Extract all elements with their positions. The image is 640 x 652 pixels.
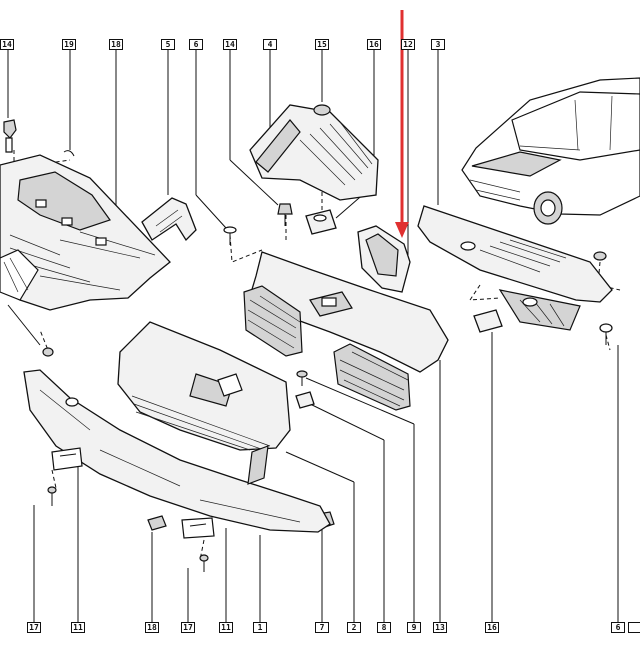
clip-left-mid xyxy=(42,347,54,357)
part-label-1: 1 xyxy=(253,622,267,633)
screw-17-left xyxy=(47,486,57,506)
part-label-6: 6 xyxy=(189,39,203,50)
scuttle-panel-3 xyxy=(417,205,613,331)
screw-right-upper xyxy=(593,251,607,261)
part-label-13: 13 xyxy=(433,622,447,633)
part-label-16: 16 xyxy=(485,622,499,633)
clip-16-center xyxy=(305,209,337,235)
part-label-14: 14 xyxy=(0,39,14,50)
part-label-12: 12 xyxy=(401,39,415,50)
screw-6-top xyxy=(223,226,237,245)
front-grille-13 xyxy=(249,251,449,373)
clip-16-right xyxy=(473,309,503,333)
screw-14-center xyxy=(277,203,293,226)
clip-14-left xyxy=(3,119,17,153)
grille-insert-left xyxy=(243,285,303,357)
car-illustration xyxy=(461,77,640,225)
part-label-3: 3 xyxy=(431,39,445,50)
bracket-11-left xyxy=(51,447,83,471)
bracket-5 xyxy=(141,197,197,242)
upper-grille-panel xyxy=(0,154,171,311)
part-label-6: 6 xyxy=(611,622,625,633)
grille-insert-right xyxy=(333,343,411,411)
part-label-5: 5 xyxy=(161,39,175,50)
part-label-18: 18 xyxy=(109,39,123,50)
part-label-7: 7 xyxy=(315,622,329,633)
part-label-8: 8 xyxy=(377,622,391,633)
part-label-17: 17 xyxy=(27,622,41,633)
part-label-11: 11 xyxy=(71,622,85,633)
part-label-9: 9 xyxy=(407,622,421,633)
part-label-19: 19 xyxy=(62,39,76,50)
part-label-15: 15 xyxy=(315,39,329,50)
cowl-panel-4 xyxy=(249,104,379,201)
bracket-11-right xyxy=(181,517,215,539)
clip-8 xyxy=(295,391,315,409)
part-label-17: 17 xyxy=(181,622,195,633)
part-label-4: 4 xyxy=(263,39,277,50)
clip-19 xyxy=(63,150,75,157)
part-label-11: 11 xyxy=(219,622,233,633)
bumper-grille-2 xyxy=(117,321,291,451)
clip-9 xyxy=(296,370,308,386)
screw-17-right xyxy=(199,554,209,572)
part-label-cut-off xyxy=(628,622,640,633)
part-label-2: 2 xyxy=(347,622,361,633)
part-label-18: 18 xyxy=(145,622,159,633)
part-label-16: 16 xyxy=(367,39,381,50)
bumper-lip-1 xyxy=(23,369,331,533)
air-duct-12 xyxy=(357,225,411,293)
screw-18-bottom xyxy=(147,515,167,531)
clip-15 xyxy=(313,104,331,116)
screw-6-right xyxy=(599,323,613,345)
part-label-14: 14 xyxy=(223,39,237,50)
